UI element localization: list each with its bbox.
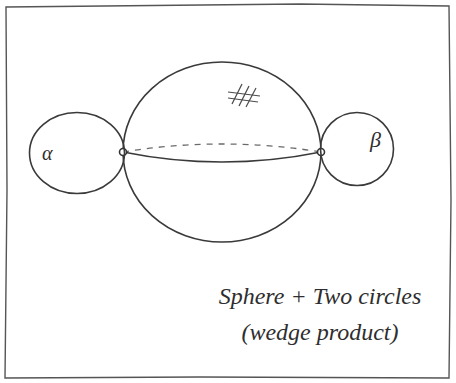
- circle-node: β: [319, 111, 395, 187]
- circle-node: α: [28, 111, 126, 195]
- circle-outline: [30, 113, 125, 194]
- wedge-point: [120, 149, 127, 156]
- equator-back: [123, 144, 321, 152]
- circle-outline: [321, 113, 394, 186]
- equator-front: [123, 152, 321, 162]
- node-label: α: [42, 143, 53, 163]
- hatching: [228, 84, 260, 107]
- caption: Sphere + Two circles (wedge product): [195, 278, 445, 350]
- node-label: β: [370, 129, 381, 151]
- frame: [5, 4, 451, 378]
- sphere-outline: [123, 62, 321, 242]
- circle-outline: [319, 111, 395, 187]
